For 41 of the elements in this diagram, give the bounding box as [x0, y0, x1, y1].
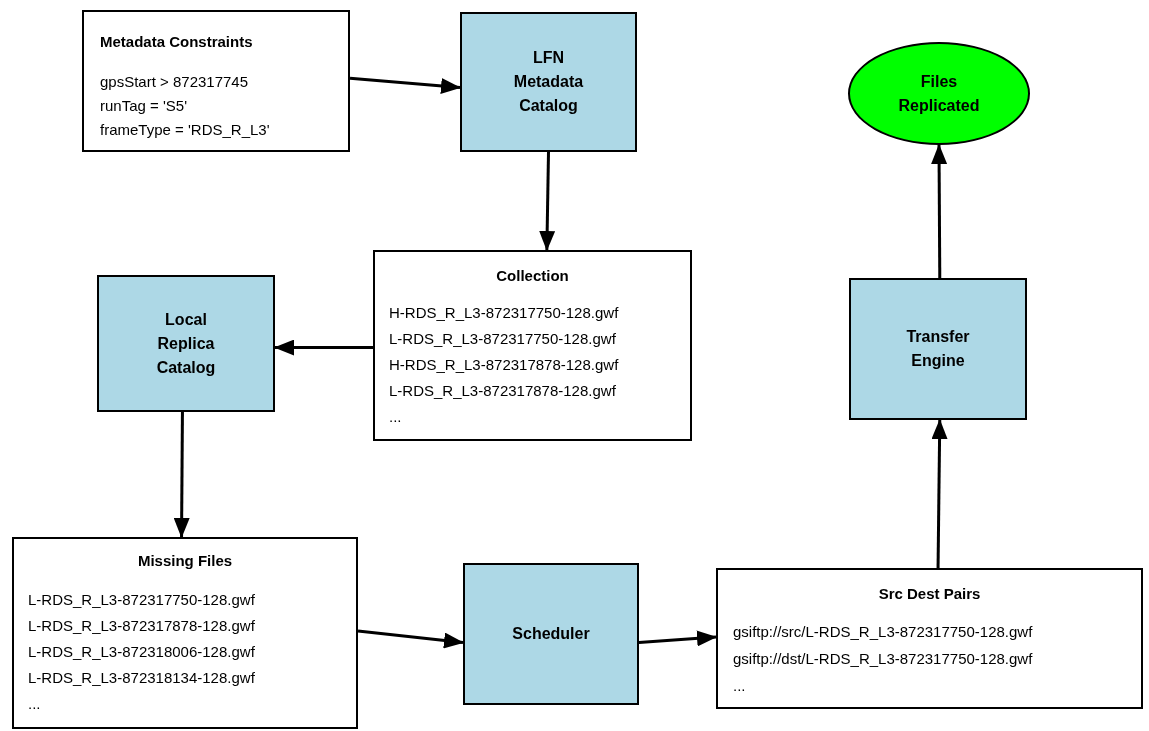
process-box	[849, 278, 1027, 420]
list-box	[82, 10, 350, 152]
process-box	[463, 563, 639, 705]
process-box	[97, 275, 275, 412]
node-label: Scheduler	[512, 624, 590, 644]
list-box	[716, 568, 1143, 709]
arrow	[539, 151, 556, 251]
list-item: frameType = 'RDS_R_L3'	[100, 120, 270, 140]
list-item: L-RDS_R_L3-872318134-128.gwf	[28, 668, 255, 688]
list-item: L-RDS_R_L3-872318006-128.gwf	[28, 642, 255, 662]
node-label: Files Replicated	[897, 71, 981, 116]
arrow	[357, 629, 464, 649]
arrow	[931, 144, 948, 278]
list-item: L-RDS_R_L3-872317878-128.gwf	[389, 381, 616, 401]
process-box	[460, 12, 637, 152]
box-heading: Metadata Constraints	[100, 32, 253, 52]
list-item: gpsStart > 872317745	[100, 72, 249, 92]
node-label: LFN Metadata Catalog	[512, 48, 585, 116]
arrow	[349, 76, 461, 94]
list-item: L-RDS_R_L3-872317750-128.gwf	[389, 329, 616, 349]
box-heading: Collection	[496, 266, 569, 286]
node-label: Local Replica Catalog	[155, 309, 217, 378]
list-item: L-RDS_R_L3-872317750-128.gwf	[28, 590, 255, 610]
list-item: gsiftp://src/L-RDS_R_L3-872317750-128.gwf	[733, 622, 1033, 642]
list-item: ...	[389, 407, 402, 427]
list-item: runTag = 'S5'	[100, 96, 188, 116]
list-item: H-RDS_R_L3-872317750-128.gwf	[389, 303, 619, 323]
box-heading: Src Dest Pairs	[878, 584, 981, 604]
list-item: ...	[733, 676, 746, 696]
list-box	[373, 250, 692, 441]
list-item: L-RDS_R_L3-872317878-128.gwf	[28, 616, 255, 636]
node-label: Transfer Engine	[905, 327, 971, 371]
arrow	[173, 412, 190, 538]
list-item: gsiftp://dst/L-RDS_R_L3-872317750-128.gwf	[733, 649, 1033, 669]
list-item: H-RDS_R_L3-872317878-128.gwf	[389, 355, 619, 375]
arrow	[931, 419, 948, 568]
box-heading: Missing Files	[137, 551, 233, 571]
arrow	[274, 339, 373, 356]
list-box	[12, 537, 358, 729]
arrow	[638, 630, 717, 647]
list-item: ...	[28, 694, 41, 714]
